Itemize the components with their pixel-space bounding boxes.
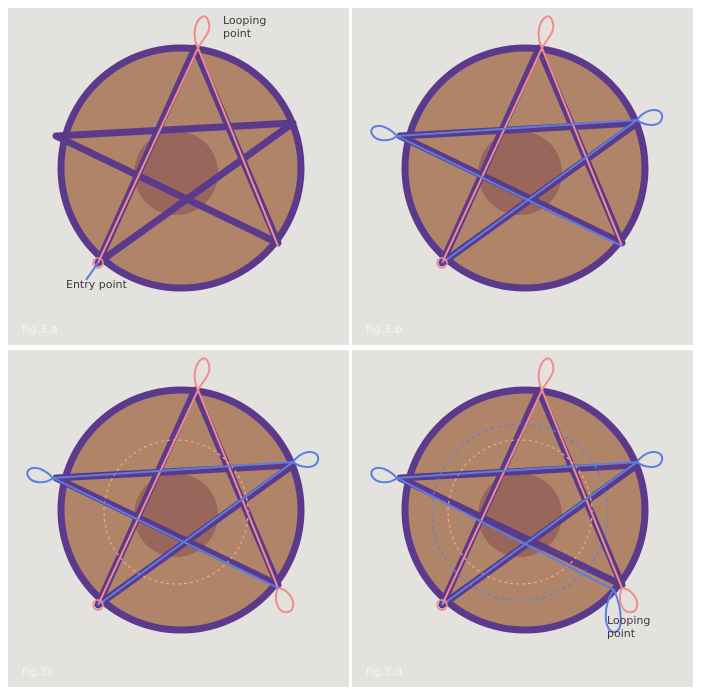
areola-center	[134, 473, 218, 557]
panel-c-illustration	[8, 350, 349, 687]
panel-fig-3a: Looping point Entry point fig.3.a	[8, 8, 349, 345]
fig-label: fig.3.a	[22, 323, 58, 336]
panel-fig-3d: Looping point fig.3.d	[352, 350, 693, 687]
areola-center	[478, 473, 562, 557]
panel-b-illustration	[352, 8, 693, 345]
fig-label: fig.3.d	[366, 665, 402, 678]
annotation-looping-point: Looping point	[223, 14, 283, 40]
panel-fig-3b: fig.3.b	[352, 8, 693, 345]
annotation-looping-point: Looping point	[607, 614, 667, 640]
panel-fig-3c: fig.3c	[8, 350, 349, 687]
areola-center	[478, 131, 562, 215]
panel-a-illustration	[8, 8, 349, 345]
annotation-entry-point: Entry point	[66, 278, 127, 291]
fig-label: fig.3c	[22, 665, 54, 678]
areola-center	[134, 131, 218, 215]
fig-label: fig.3.b	[366, 323, 402, 336]
